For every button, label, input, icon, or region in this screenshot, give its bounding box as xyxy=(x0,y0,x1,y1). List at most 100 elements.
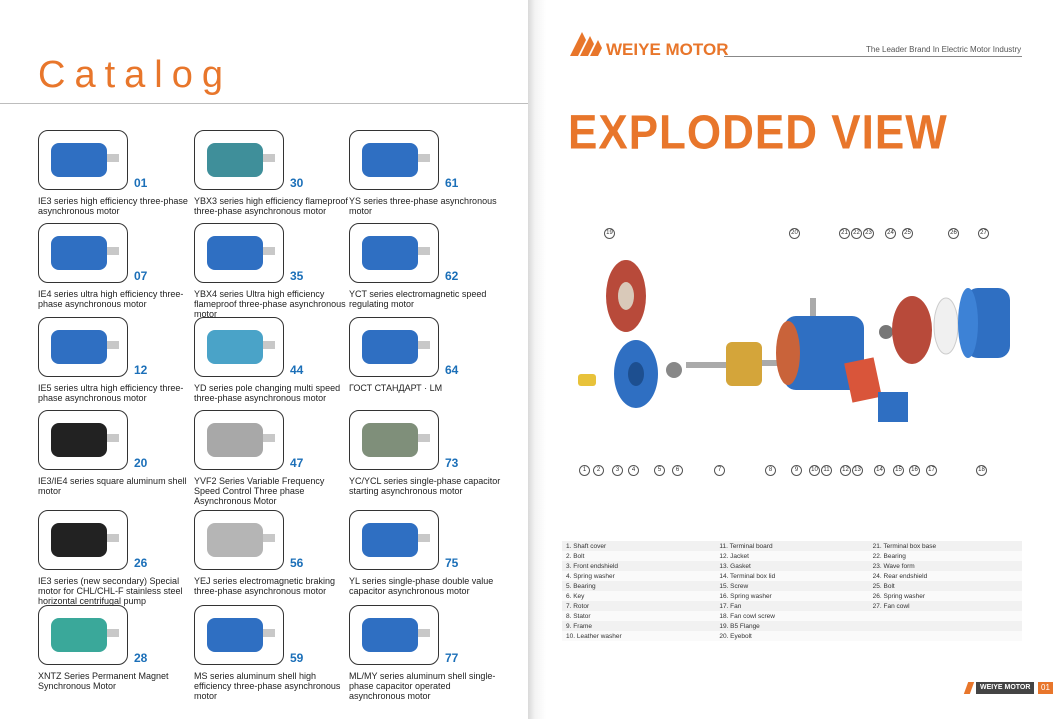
callout-top: 19 xyxy=(604,228,615,239)
motor-thumbnail xyxy=(194,510,284,570)
catalog-item-caption: ГОСТ СТАНДАРТ · LM xyxy=(349,383,443,393)
motor-image xyxy=(207,236,275,270)
parts-cell xyxy=(869,631,1022,641)
motor-image xyxy=(51,143,119,177)
motor-thumbnail xyxy=(349,223,439,283)
catalog-title: Catalog xyxy=(38,54,232,96)
callout-bottom: 5 xyxy=(654,465,665,476)
parts-cell: 8. Stator xyxy=(566,612,591,620)
callout-bottom: 10 xyxy=(809,465,820,476)
motor-image xyxy=(362,143,430,177)
callout-bottom: 14 xyxy=(874,465,885,476)
footer-brand: WEIYE MOTOR xyxy=(976,682,1035,694)
motor-image xyxy=(362,423,430,457)
motor-thumbnail xyxy=(349,410,439,470)
header-rule xyxy=(724,56,1022,57)
parts-cell: 16. Spring washer xyxy=(719,592,772,600)
parts-cell xyxy=(869,621,1022,631)
shaft-cover-part xyxy=(578,374,596,386)
catalog-page-number: 28 xyxy=(134,651,148,665)
catalog-page-number: 62 xyxy=(445,269,459,283)
catalog-page-number: 64 xyxy=(445,363,459,377)
motor-image xyxy=(362,330,430,364)
catalog-item-caption: YD series pole changing multi speed thre… xyxy=(194,383,341,403)
catalog-item-caption: YBX4 series Ultra high efficiency flamep… xyxy=(194,289,346,319)
front-endshield-part xyxy=(614,340,658,408)
catalog-page-number: 73 xyxy=(445,456,459,470)
callout-top: 20 xyxy=(789,228,800,239)
catalog-item-caption: YEJ series electromagnetic braking three… xyxy=(194,576,336,596)
motor-image xyxy=(362,618,430,652)
callout-top: 25 xyxy=(902,228,913,239)
motor-image xyxy=(207,143,275,177)
rear-endshield-part xyxy=(892,296,932,364)
catalog-page-number: 47 xyxy=(290,456,304,470)
callout-bottom: 12 xyxy=(840,465,851,476)
catalog-item-caption: IE3 series high efficiency three-phase a… xyxy=(38,196,188,216)
catalog-page-number: 77 xyxy=(445,651,459,665)
brand-name: WEIYE MOTOR xyxy=(606,40,729,59)
catalog-item-caption: MS series aluminum shell high efficiency… xyxy=(194,671,341,701)
exploded-view-page: WEIYE MOTOR The Leader Brand In Electric… xyxy=(546,0,1060,719)
brand-logo-icon xyxy=(570,32,602,56)
callout-bottom: 4 xyxy=(628,465,639,476)
callout-top: 22 xyxy=(851,228,862,239)
callout-top: 24 xyxy=(885,228,896,239)
callout-top: 26 xyxy=(948,228,959,239)
motor-thumbnail xyxy=(194,605,284,665)
catalog-item-caption: YL series single-phase double value capa… xyxy=(349,576,494,596)
parts-cell: 22. Bearing xyxy=(872,552,906,560)
parts-cell: 1. Shaft cover xyxy=(566,542,607,550)
bearing-part xyxy=(666,362,682,378)
motor-thumbnail xyxy=(38,317,128,377)
motor-image xyxy=(362,236,430,270)
motor-thumbnail xyxy=(349,317,439,377)
motor-thumbnail xyxy=(194,410,284,470)
catalog-page-number: 61 xyxy=(445,176,459,190)
fan-part xyxy=(933,297,959,355)
motor-thumbnail xyxy=(194,317,284,377)
parts-cell xyxy=(869,611,1022,621)
catalog-page-number: 75 xyxy=(445,556,459,570)
catalog-item-caption: IE4 series ultra high efficiency three-p… xyxy=(38,289,184,309)
parts-cell: 3. Front endshield xyxy=(566,562,619,570)
parts-cell: 15. Screw xyxy=(719,582,749,590)
catalog-item-caption: IE5 series ultra high efficiency three-p… xyxy=(38,383,184,403)
callout-bottom: 15 xyxy=(893,465,904,476)
terminal-box-part xyxy=(844,357,908,422)
parts-cell: 10. Leather washer xyxy=(566,632,622,640)
motor-thumbnail xyxy=(194,130,284,190)
motor-image xyxy=(51,523,119,557)
callout-bottom: 8 xyxy=(765,465,776,476)
parts-cell: 11. Terminal board xyxy=(719,542,773,550)
callout-bottom: 7 xyxy=(714,465,725,476)
motor-image xyxy=(207,423,275,457)
brand-tagline: The Leader Brand In Electric Motor Indus… xyxy=(866,45,1022,54)
parts-cell: 7. Rotor xyxy=(566,602,590,610)
parts-cell: 27. Fan cowl xyxy=(872,602,910,610)
motor-image xyxy=(51,618,119,652)
motor-image xyxy=(207,523,275,557)
catalog-item-caption: YCT series electromagnetic speed regulat… xyxy=(349,289,487,309)
callout-bottom: 13 xyxy=(852,465,863,476)
motor-thumbnail xyxy=(38,605,128,665)
catalog-item-caption: ML/MY series aluminum shell single-phase… xyxy=(349,671,496,701)
callout-bottom: 2 xyxy=(593,465,604,476)
callout-bottom: 9 xyxy=(791,465,802,476)
callout-bottom: 1 xyxy=(579,465,590,476)
catalog-page-number: 20 xyxy=(134,456,148,470)
frame-part xyxy=(776,298,864,390)
page-heading: EXPLODED VIEW xyxy=(568,105,948,160)
catalog-page-number: 07 xyxy=(134,269,148,283)
callout-bottom: 18 xyxy=(976,465,987,476)
motor-thumbnail xyxy=(38,223,128,283)
